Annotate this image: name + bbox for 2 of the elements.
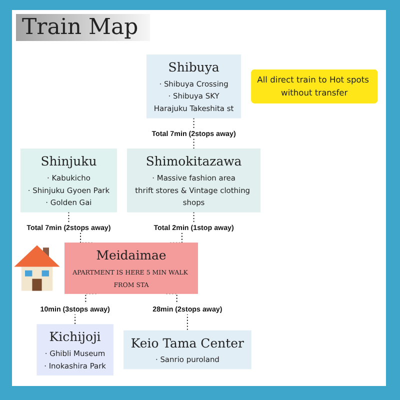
connector bbox=[193, 118, 194, 150]
map-title: Train Map bbox=[16, 14, 150, 41]
